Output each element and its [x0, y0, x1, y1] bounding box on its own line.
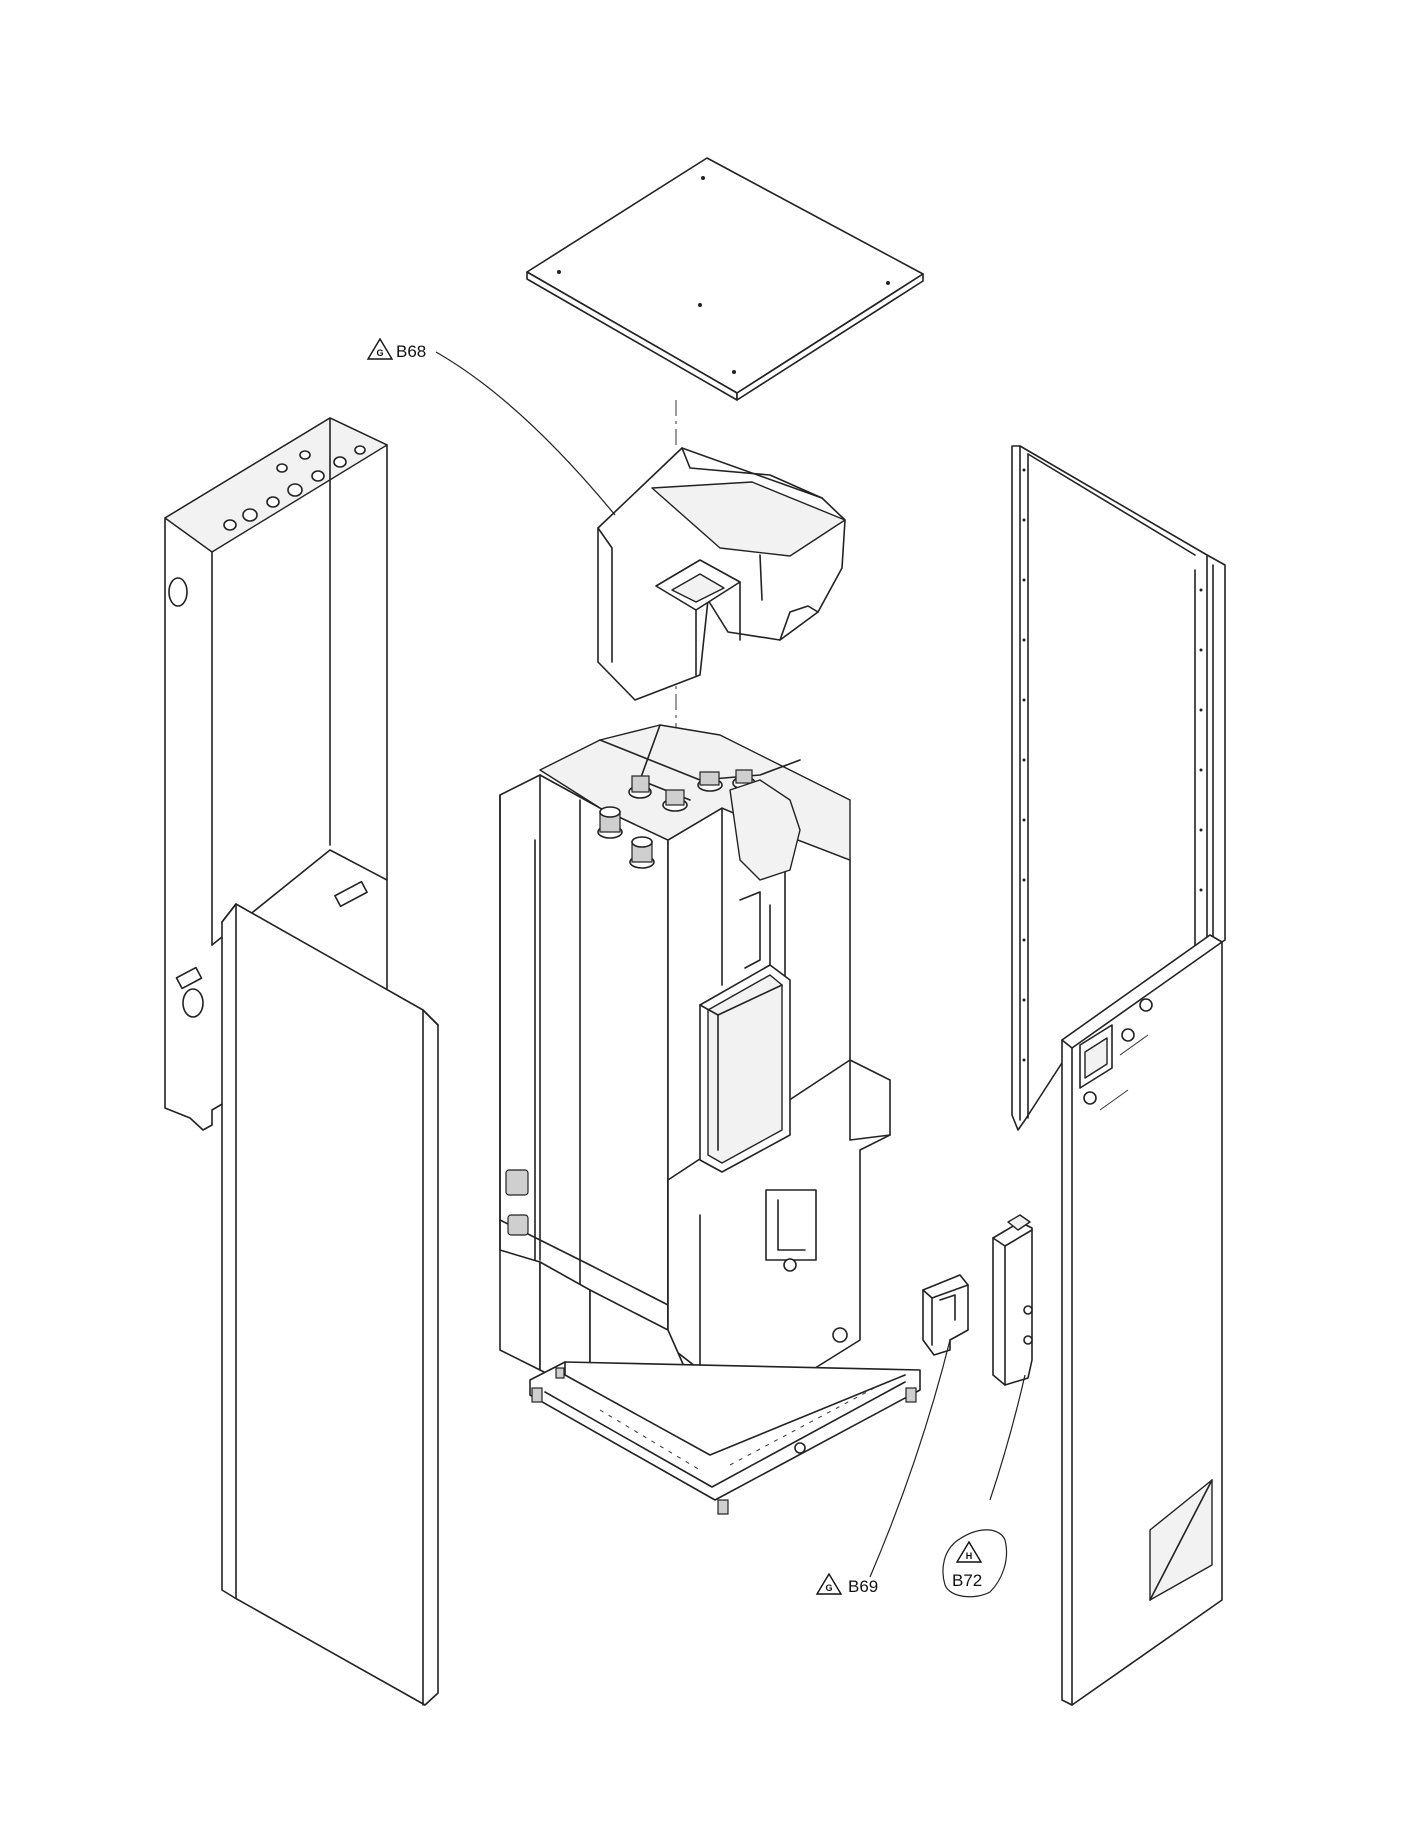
svg-text:G: G: [825, 1583, 832, 1593]
left-side-panel: [164, 417, 388, 1131]
warning-triangle-icon: [955, 1540, 983, 1563]
b72-tag-outline: [942, 1529, 1008, 1598]
right-front-panel: [1061, 934, 1223, 1706]
svg-text:H: H: [966, 1551, 973, 1561]
callout-b69: G B69: [815, 1572, 878, 1596]
top-cover-panel: [526, 157, 924, 401]
left-front-panel: [221, 903, 439, 1706]
leader-lines: [435, 351, 1026, 1578]
callout-label-b68: B68: [396, 342, 426, 361]
bracket-small: [922, 1274, 969, 1356]
callout-b68: G B68: [366, 337, 426, 361]
callout-label-b69: B69: [848, 1577, 878, 1596]
top-insulation-block: [597, 447, 846, 701]
callout-label-b72: B72: [952, 1571, 982, 1590]
edge-holes: [1022, 468, 1203, 1062]
base-frame: [529, 1361, 921, 1515]
unit-core-body: [499, 724, 891, 1421]
bracket-large: [992, 1214, 1033, 1386]
warning-triangle-icon: [366, 337, 394, 360]
callout-b72: H B72: [942, 1529, 1008, 1598]
warning-triangle-icon: [815, 1572, 843, 1595]
svg-text:G: G: [376, 348, 383, 358]
pipe-fittings: [597, 769, 756, 869]
control-box: [699, 964, 791, 1173]
